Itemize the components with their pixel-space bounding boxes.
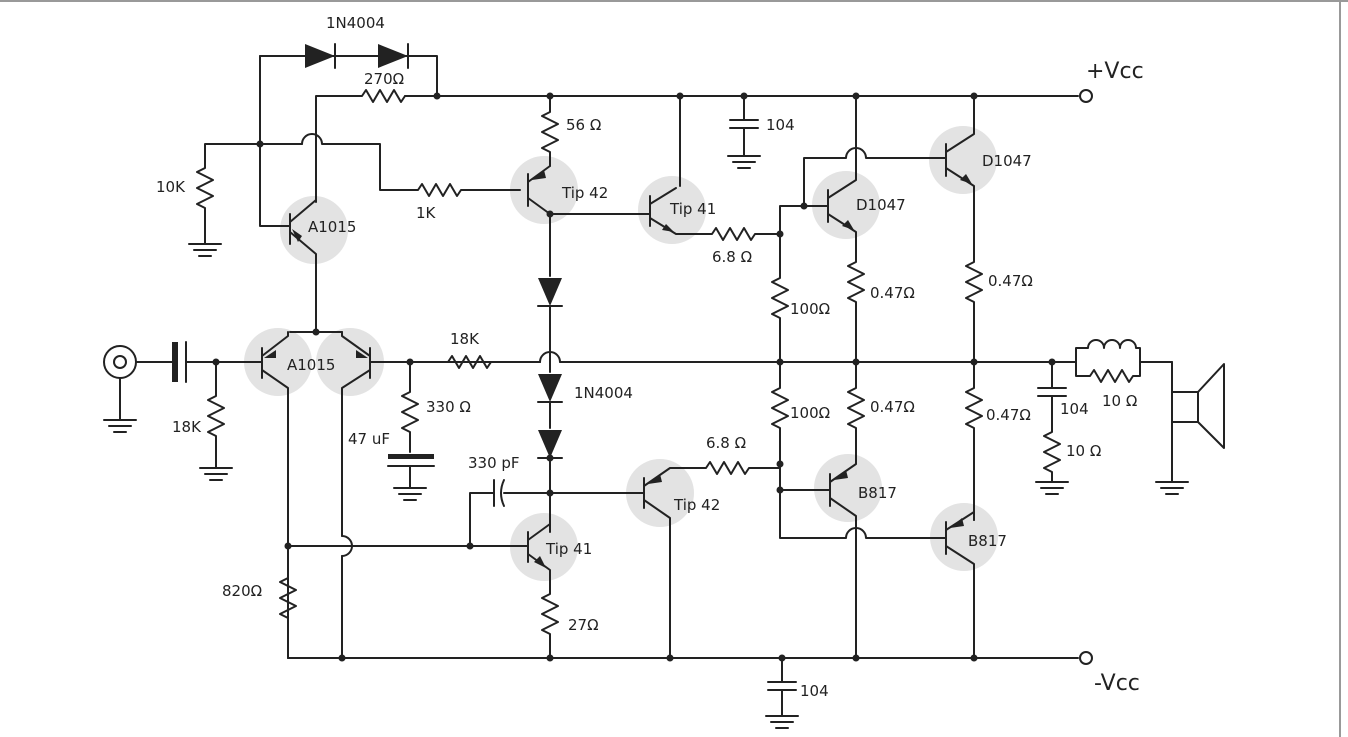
label-r047-a: 0.47Ω <box>870 284 915 302</box>
label-r270: 270Ω <box>364 70 404 88</box>
label-tip41-bottom: Tip 41 <box>545 540 592 558</box>
transistor-tip41-bottom <box>469 523 559 659</box>
halo-tip42-bottom <box>626 459 694 527</box>
label-r047-d: 0.47Ω <box>986 406 1031 424</box>
label-d1047-b: D1047 <box>982 152 1032 170</box>
label-r10-inductor: 10 Ω <box>1102 392 1137 410</box>
halo-a1015-top <box>280 196 348 264</box>
diode-top-1 <box>305 44 335 68</box>
label-r047-c: 0.47Ω <box>870 398 915 416</box>
rail-negative <box>287 651 1093 665</box>
label-r18k-input: 18K <box>172 418 202 436</box>
label-r56: 56 Ω <box>566 116 601 134</box>
label-r18k-feedback: 18K <box>450 330 480 348</box>
ground-input <box>199 467 233 481</box>
vcc-positive-terminal <box>1079 89 1093 103</box>
ground-10k <box>188 243 222 257</box>
capacitor-104-bottom <box>767 657 797 717</box>
diode-chain-top <box>259 43 438 227</box>
input-jack <box>103 345 173 433</box>
label-r100-bottom: 100Ω <box>790 404 830 422</box>
resistor-100-top <box>771 233 789 363</box>
output-inductor <box>1075 339 1173 383</box>
vcc-negative-terminal <box>1079 651 1093 665</box>
label-r68-bottom: 6.8 Ω <box>706 434 746 452</box>
transistor-b817-b <box>945 511 975 659</box>
label-r820: 820Ω <box>222 582 262 600</box>
capacitor-104-top <box>729 95 759 157</box>
label-r047-b: 0.47Ω <box>988 272 1033 290</box>
label-vcc-negative: -Vcc <box>1094 671 1140 696</box>
label-a1015-top: A1015 <box>308 218 356 236</box>
transistor-tip42-bottom <box>639 461 781 659</box>
resistor-270 <box>315 89 438 203</box>
halo-a1015-left <box>244 328 312 396</box>
resistor-100-bottom <box>771 361 789 465</box>
input-capacitor <box>172 341 263 383</box>
resistor-1k <box>301 133 521 197</box>
resistor-18k-feedback <box>409 355 541 369</box>
label-diode-mid: 1N4004 <box>574 384 633 402</box>
label-r10k: 10K <box>156 178 186 196</box>
label-r68-top: 6.8 Ω <box>712 248 752 266</box>
resistor-047-c <box>847 361 865 461</box>
resistor-18k-input <box>207 361 225 469</box>
halo-a1015-right <box>316 328 384 396</box>
transistor-b817-a <box>779 459 947 659</box>
halo-tip42-top <box>510 156 578 224</box>
zobel-network <box>1037 361 1067 483</box>
label-b817-a: B817 <box>858 484 897 502</box>
label-r27: 27Ω <box>568 616 599 634</box>
halo-tip41-bottom <box>510 513 578 581</box>
label-vcc-positive: +Vcc <box>1086 59 1144 84</box>
halo-tip41-top <box>638 176 706 244</box>
label-c104-top: 104 <box>766 116 795 134</box>
label-c47uf: 47 uF <box>348 430 390 448</box>
diode-top-2 <box>378 44 408 68</box>
speaker-icon <box>1155 361 1225 495</box>
label-tip41-top: Tip 41 <box>669 200 716 218</box>
resistor-330 <box>401 361 419 453</box>
label-d1047-a: D1047 <box>856 196 906 214</box>
resistor-047-d <box>965 361 983 521</box>
transistor-a1015-top <box>281 139 317 333</box>
label-c330pf: 330 pF <box>468 454 520 472</box>
capacitor-47uf <box>388 454 434 459</box>
label-a1015-pair: A1015 <box>287 356 335 374</box>
transistor-d1047-b <box>945 95 983 363</box>
transistor-d1047-a <box>779 95 947 363</box>
junction-dots <box>212 92 1056 662</box>
label-tip42-top: Tip 42 <box>561 184 608 202</box>
label-diode-top: 1N4004 <box>326 14 385 32</box>
resistor-10k <box>196 143 303 245</box>
label-r330: 330 Ω <box>426 398 471 416</box>
rail-positive <box>404 89 1093 103</box>
label-c104-bottom: 104 <box>800 682 829 700</box>
resistor-56 <box>541 95 559 167</box>
resistor-820 <box>279 545 471 659</box>
label-tip42-bottom: Tip 42 <box>673 496 720 514</box>
capacitor-330pf <box>469 492 641 547</box>
label-b817-b: B817 <box>968 532 1007 550</box>
label-r100-top: 100Ω <box>790 300 830 318</box>
label-c104-out: 104 <box>1060 400 1089 418</box>
label-r10-zobel: 10 Ω <box>1066 442 1101 460</box>
label-r1k: 1K <box>416 204 437 222</box>
transistor-tip41-top <box>649 95 781 241</box>
